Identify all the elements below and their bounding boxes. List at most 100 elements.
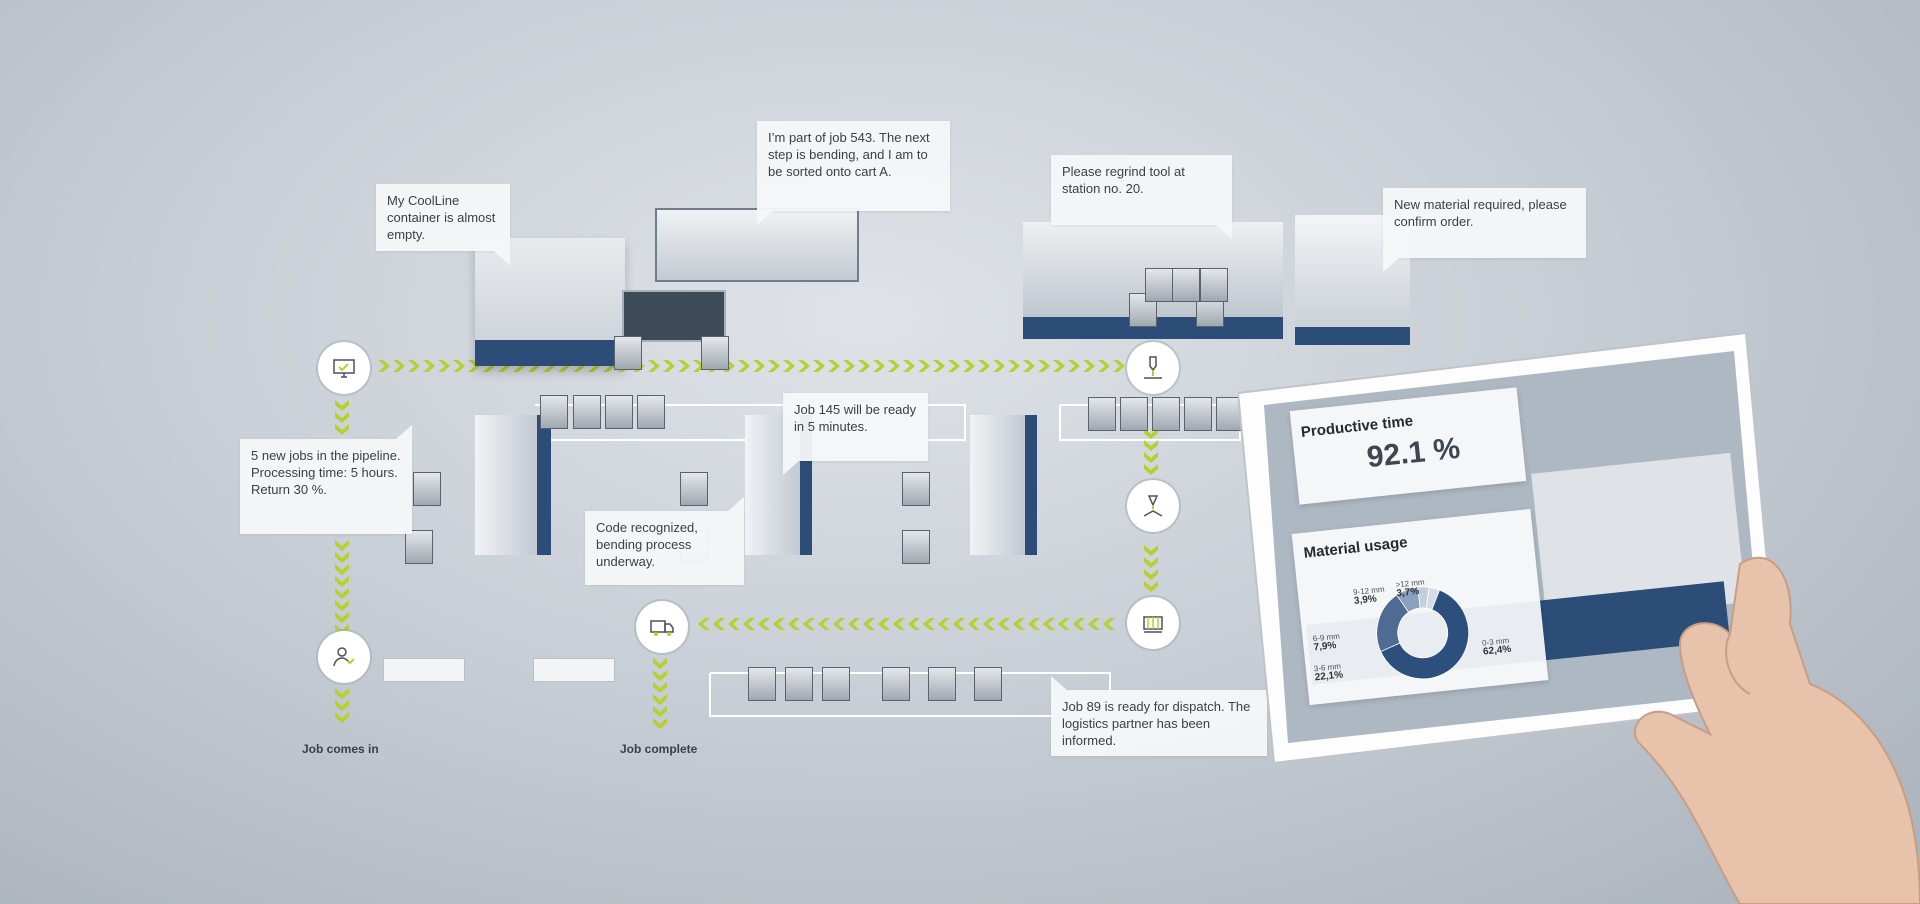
flow-chevron [978, 360, 990, 372]
flow-chevron [938, 618, 950, 630]
part-cart [405, 530, 433, 564]
flow-chevron [983, 618, 995, 630]
bending-tool-icon[interactable] [1127, 480, 1179, 532]
flow-chevron [335, 564, 349, 575]
laser-cut-icon[interactable] [1127, 342, 1179, 394]
part-cart [882, 667, 910, 701]
part-cart [928, 667, 956, 701]
flow-chevron [335, 588, 349, 599]
flow-chevron [948, 360, 960, 372]
part-cart [902, 530, 930, 564]
flow-chevron [908, 618, 920, 630]
chevrons-vertical [335, 400, 1158, 729]
flow-chevron [1103, 618, 1115, 630]
part-cart [1129, 293, 1157, 327]
flow-chevron [1144, 440, 1158, 451]
flow-chevron [1053, 360, 1065, 372]
flow-chevron [713, 618, 725, 630]
flow-chevron [1144, 545, 1158, 556]
flow-chevron [843, 360, 855, 372]
flow-chevron [1023, 360, 1035, 372]
flow-chevron [963, 360, 975, 372]
part-cart [822, 667, 850, 701]
callout-job543: I’m part of job 543. The next step is be… [757, 121, 950, 225]
flow-chevron [335, 412, 349, 423]
flow-chevron [1144, 557, 1158, 568]
flow-chevron [653, 658, 667, 669]
flow-chevron [818, 618, 830, 630]
truck-icon[interactable] [636, 601, 688, 653]
flow-chevron [753, 360, 765, 372]
callout-job145: Job 145 will be ready in 5 minutes. [783, 393, 928, 475]
flow-chevron [335, 700, 349, 711]
caption-job-complete: Job complete [620, 742, 698, 756]
flow-chevron [728, 618, 740, 630]
flow-chevron [438, 360, 450, 372]
flow-chevron [863, 618, 875, 630]
donut-segment--12-mm [1425, 586, 1440, 611]
cart-icon[interactable] [1127, 597, 1179, 649]
flow-chevron [828, 360, 840, 372]
part-cart [1145, 268, 1173, 302]
part-cart [637, 395, 665, 429]
flow-chevron [335, 540, 349, 551]
flow-chevron [873, 360, 885, 372]
flow-chevron [1073, 618, 1085, 630]
flow-chevron [335, 712, 349, 723]
flow-chevron [933, 360, 945, 372]
flow-chevron [1144, 428, 1158, 439]
flow-chevron [648, 360, 660, 372]
flow-chevron [768, 360, 780, 372]
flow-chevron [918, 360, 930, 372]
monitor-check-icon[interactable] [318, 342, 370, 394]
flow-chevron [663, 360, 675, 372]
flow-chevron [1038, 360, 1050, 372]
flow-chevron [1013, 618, 1025, 630]
donut-segment-0-3-mm [1380, 589, 1470, 680]
flow-chevron [773, 618, 785, 630]
productive-time-value: 92.1 % [1365, 431, 1462, 475]
flow-chevron [833, 618, 845, 630]
callout-pipeline: 5 new jobs in the pipeline. Processing t… [240, 425, 412, 534]
flow-chevron [878, 618, 890, 630]
flow-chevron [968, 618, 980, 630]
flow-chevron [1144, 452, 1158, 463]
flow-chevron [678, 360, 690, 372]
tablet-machine-backdrop [1531, 452, 1746, 624]
flow-chevron [335, 612, 349, 623]
flow-chevron [1098, 360, 1110, 372]
flow-chevron [1113, 360, 1125, 372]
flow-chevron [653, 682, 667, 693]
flow-chevron [653, 694, 667, 705]
flow-chevron [653, 718, 667, 729]
flow-chevron [335, 424, 349, 435]
flow-chevron [858, 360, 870, 372]
flow-chevron [393, 360, 405, 372]
flow-chevron [1058, 618, 1070, 630]
flow-chevron [468, 360, 480, 372]
part-cart [748, 667, 776, 701]
flow-chevron [758, 618, 770, 630]
flow-chevron [698, 618, 710, 630]
part-cart [1200, 268, 1228, 302]
tablet-device: Productive time 92.1 % Material usage 0-… [1238, 333, 1780, 763]
office-desk-2 [533, 658, 615, 682]
part-cart [573, 395, 601, 429]
part-cart [1088, 397, 1116, 431]
person-check-icon[interactable] [318, 631, 370, 683]
callout-job89: Job 89 is ready for dispatch. The logist… [1051, 676, 1267, 756]
flow-chevron [1083, 360, 1095, 372]
flow-chevron [653, 670, 667, 681]
flow-chevron [993, 360, 1005, 372]
hand-illustration [1633, 556, 1920, 904]
flow-chevron [378, 360, 390, 372]
flow-chevron [1088, 618, 1100, 630]
flow-chevron [743, 618, 755, 630]
bending-machine-3 [970, 415, 1037, 555]
flow-chevron [1008, 360, 1020, 372]
material-usage-donut-chart [1376, 586, 1470, 680]
